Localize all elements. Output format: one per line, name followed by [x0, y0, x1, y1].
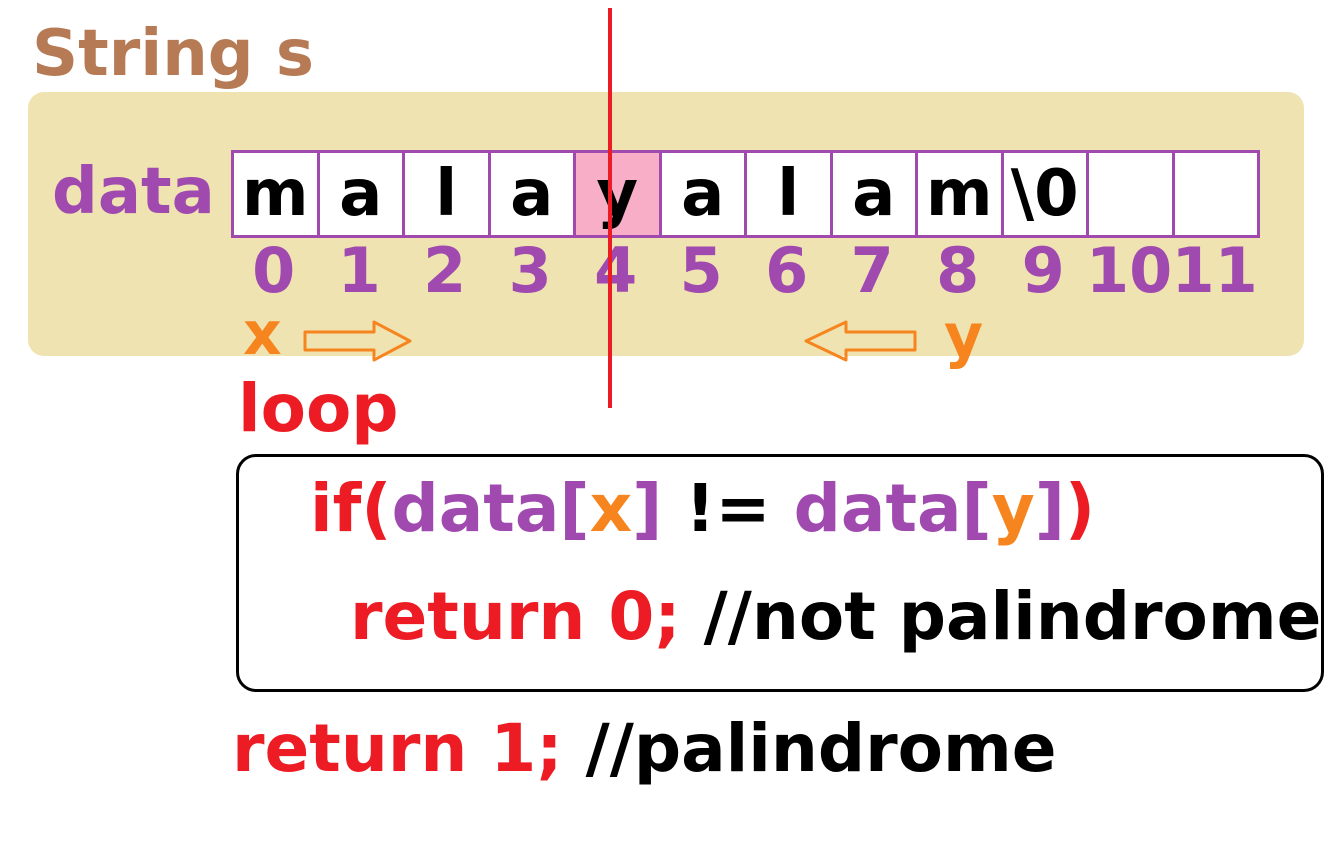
neq-operator: != — [662, 470, 794, 547]
array-index: 5 — [679, 234, 723, 307]
data-label: data — [52, 155, 215, 229]
array-index: 4 — [594, 234, 638, 307]
midpoint-line — [608, 8, 612, 408]
return-one-line: return 1; //palindrome — [232, 716, 1057, 782]
not-palindrome-comment: //not palindrome — [680, 578, 1322, 655]
bracket-close: ] — [1034, 470, 1065, 547]
array-cell — [1171, 150, 1260, 238]
data-ref: data[ — [391, 470, 590, 547]
return-one: return 1; — [232, 710, 563, 787]
array-cell: \0 — [1000, 150, 1089, 238]
array-cell: a — [658, 150, 747, 238]
array-cell: l — [402, 150, 491, 238]
array-index: 10 — [1086, 234, 1173, 307]
bracket-close: ] — [632, 470, 663, 547]
array-index: 9 — [1021, 234, 1065, 307]
pointer-y-label: y — [944, 301, 984, 371]
array-cell: l — [744, 150, 833, 238]
array-cell: m — [915, 150, 1004, 238]
if-condition-line: if(data[x] != data[y]) — [310, 476, 1095, 542]
char-array: m a l a y a l a m \0 — [231, 150, 1260, 238]
array-index: 6 — [765, 234, 809, 307]
index-row: 0 1 2 3 4 5 6 7 8 9 10 11 — [231, 234, 1258, 307]
right-arrow-icon — [303, 320, 412, 362]
palindrome-comment: //palindrome — [562, 710, 1057, 787]
left-arrow-icon — [804, 320, 917, 362]
loop-body-box — [236, 454, 1324, 692]
array-cell: a — [487, 150, 576, 238]
array-cell: a — [316, 150, 405, 238]
array-index: 0 — [252, 234, 296, 307]
data-ref: data[ — [793, 470, 992, 547]
array-cell: y — [573, 150, 662, 238]
if-keyword: if( — [310, 470, 392, 547]
y-var: y — [991, 470, 1035, 547]
loop-keyword: loop — [238, 370, 399, 447]
array-index: 8 — [936, 234, 980, 307]
x-var: x — [589, 470, 633, 547]
return-zero-line: return 0; //not palindrome — [350, 584, 1321, 650]
array-index: 11 — [1171, 234, 1258, 307]
array-index: 3 — [508, 234, 552, 307]
diagram-title: String s — [32, 17, 314, 91]
array-cell — [1086, 150, 1175, 238]
array-index: 1 — [337, 234, 381, 307]
array-index: 7 — [850, 234, 894, 307]
paren-close: ) — [1064, 470, 1096, 547]
return-zero: return 0; — [350, 578, 681, 655]
array-index: 2 — [423, 234, 467, 307]
array-cell: m — [231, 150, 320, 238]
pointer-x-label: x — [243, 299, 282, 369]
array-cell: a — [829, 150, 918, 238]
